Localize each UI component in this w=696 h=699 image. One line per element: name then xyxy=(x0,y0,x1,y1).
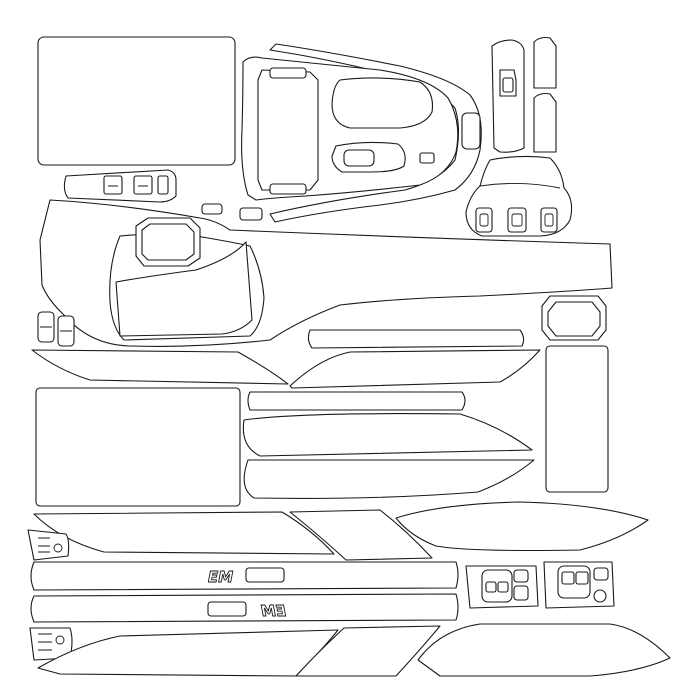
armrest-button-right[interactable] xyxy=(540,207,558,233)
trim-strip-bottom-a[interactable] xyxy=(33,511,335,555)
console-button[interactable] xyxy=(419,152,435,164)
window-switch-panel-right[interactable] xyxy=(491,36,557,153)
logo-trim-upper[interactable]: EM xyxy=(30,561,459,591)
trim-strip-upper[interactable] xyxy=(307,329,525,349)
door-switch-strip-left[interactable] xyxy=(63,169,177,203)
tall-side-panel-right[interactable] xyxy=(545,345,609,493)
display-screen-panel[interactable] xyxy=(37,36,236,166)
logo-trim-lower[interactable]: EM xyxy=(30,593,459,623)
large-rect-panel-left[interactable] xyxy=(35,387,241,507)
narrow-trim-strip[interactable] xyxy=(247,391,466,411)
curved-panel-bottom-far-right[interactable] xyxy=(417,623,671,677)
door-panel-left[interactable] xyxy=(39,199,613,347)
long-curved-trim-right[interactable] xyxy=(289,349,541,389)
logo-text-lower: EM xyxy=(261,602,286,620)
trim-strip-bottom-c[interactable] xyxy=(37,629,339,677)
armrest-button-panel[interactable] xyxy=(465,155,573,237)
trim-strip-bottom-d[interactable] xyxy=(295,625,441,677)
logo-badge-upper xyxy=(245,567,285,583)
window-switch-cluster-left[interactable] xyxy=(465,565,539,609)
curved-panel-bottom-right[interactable] xyxy=(395,501,649,552)
window-switch-bracket-left-bottom[interactable] xyxy=(29,627,73,661)
center-console-panel[interactable] xyxy=(241,43,482,223)
logo-text-upper: EM xyxy=(208,568,233,586)
cup-holder-recess[interactable] xyxy=(331,77,434,129)
door-speaker-right[interactable] xyxy=(541,295,607,341)
trim-strip-bottom-b[interactable] xyxy=(289,509,433,561)
curved-panel-mid-upper[interactable] xyxy=(242,413,533,457)
logo-badge-lower xyxy=(207,601,247,617)
small-clip-a[interactable] xyxy=(201,203,223,215)
armrest-button-left[interactable] xyxy=(475,207,493,233)
console-side-slot[interactable] xyxy=(461,112,481,150)
window-switch-bracket-left-top[interactable] xyxy=(27,529,70,561)
small-clip-b[interactable] xyxy=(239,207,263,221)
long-curved-trim-left[interactable] xyxy=(31,349,289,385)
armrest-button-center[interactable] xyxy=(507,207,527,233)
curved-panel-mid-lower[interactable] xyxy=(243,459,535,499)
window-switch-cluster-right[interactable] xyxy=(543,561,615,609)
